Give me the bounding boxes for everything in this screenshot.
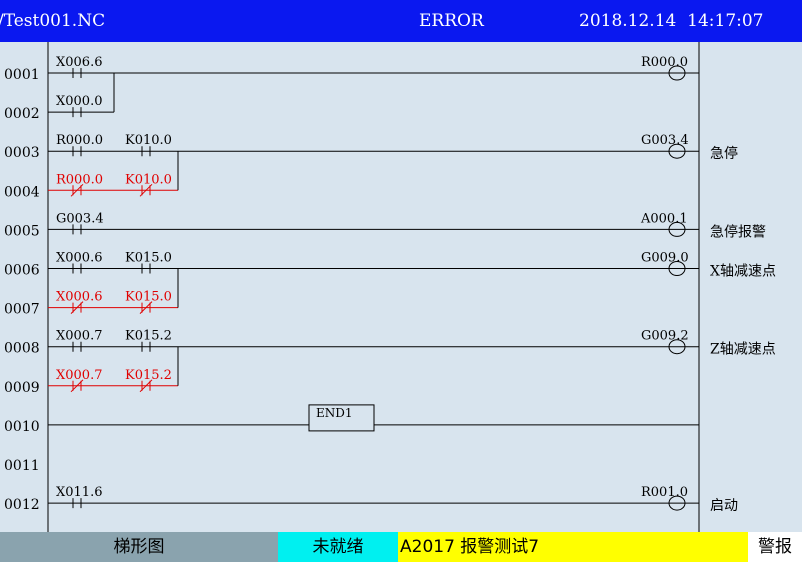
title-bar: /Test001.NC ERROR 2018.12.14 14:17:07 (0, 0, 802, 42)
date-time: 2018.12.14 14:17:07 (579, 11, 764, 31)
coil-address: R001.0 (641, 485, 688, 500)
output-coil[interactable] (668, 261, 686, 276)
contact-address: X000.6 (56, 290, 102, 305)
contact-address: X000.6 (56, 251, 102, 266)
nc-contact[interactable] (70, 379, 84, 393)
no-contact[interactable] (72, 263, 82, 274)
no-contact[interactable] (72, 146, 82, 157)
contact-slash (139, 379, 153, 393)
coil-address: A000.1 (640, 211, 688, 226)
no-contact[interactable] (72, 224, 82, 235)
line-number: 0003 (4, 145, 40, 161)
line-number: 0009 (4, 380, 40, 396)
coil-comment: 急停报警 (710, 223, 766, 240)
line-number: 0006 (4, 263, 40, 279)
line-number: 0007 (4, 302, 40, 318)
line-number: 0008 (4, 341, 40, 357)
contact-address: X006.6 (56, 55, 102, 70)
alarm-label: 警报 (748, 532, 802, 562)
contact-address: X000.7 (56, 368, 102, 383)
no-contact[interactable] (72, 107, 82, 118)
contact-slash (139, 301, 153, 314)
output-coil[interactable] (668, 339, 686, 355)
contact-address: K015.0 (125, 251, 172, 266)
contact-address: K015.2 (125, 368, 172, 383)
status-bar: 梯形图 未就绪 A2017 报警测试7 警报 (0, 532, 802, 562)
no-contact[interactable] (141, 263, 151, 274)
coil-comment: X轴减速点 (710, 264, 776, 280)
no-contact[interactable] (72, 68, 82, 78)
contact-address: G003.4 (56, 211, 104, 226)
contact-address: K010.0 (125, 172, 172, 187)
output-coil[interactable] (668, 143, 686, 159)
line-number: 0010 (4, 419, 40, 435)
coil-circle (668, 261, 686, 276)
nc-contact[interactable] (139, 379, 153, 393)
contact-address: K010.0 (125, 133, 172, 148)
coil-address: R000.0 (641, 55, 688, 70)
contact-slash (139, 183, 153, 197)
nc-contact[interactable] (70, 183, 84, 197)
no-contact[interactable] (72, 341, 82, 352)
contact-address: X000.0 (56, 94, 102, 109)
contact-address: X011.6 (56, 485, 102, 500)
output-coil[interactable] (668, 65, 686, 81)
coil-circle (668, 495, 686, 511)
line-number: 0011 (4, 458, 40, 474)
no-contact[interactable] (141, 341, 151, 352)
contact-address: K015.2 (125, 329, 172, 344)
coil-circle (668, 221, 686, 237)
mode-indicator[interactable]: 梯形图 (0, 532, 278, 562)
nc-contact[interactable] (70, 301, 84, 314)
line-number: 0005 (4, 223, 40, 239)
coil-circle (668, 143, 686, 159)
coil-address: G009.2 (641, 329, 689, 344)
contact-slash (70, 301, 84, 314)
line-number: 0012 (4, 497, 40, 513)
line-number: 0004 (4, 184, 40, 200)
coil-circle (668, 339, 686, 355)
contact-slash (70, 183, 84, 197)
end-function-box (308, 404, 375, 432)
coil-address: G003.4 (641, 133, 689, 148)
contact-slash (70, 379, 84, 393)
nc-contact[interactable] (139, 183, 153, 197)
ladder-diagram[interactable]: 0001 0002 0003 0004 0005 0006 0007 0008 0009 0010… (0, 42, 802, 532)
contact-address: K015.0 (125, 290, 172, 305)
contact-address: X000.7 (56, 329, 102, 344)
end-function-label: END1 (316, 406, 353, 420)
coil-comment: Z轴减速点 (710, 342, 776, 358)
line-number: 0002 (4, 106, 40, 122)
contact-address: R000.0 (56, 133, 103, 148)
coil-comment: 启动 (710, 498, 738, 514)
coil-circle (668, 65, 686, 81)
nc-contact[interactable] (139, 301, 153, 314)
ready-state-indicator: 未就绪 (278, 532, 398, 562)
error-status: ERROR (419, 11, 484, 31)
no-contact[interactable] (141, 146, 151, 157)
output-coil[interactable] (668, 495, 686, 511)
line-number: 0001 (4, 67, 40, 83)
output-coil[interactable] (668, 221, 686, 237)
coil-address: G009.0 (641, 251, 689, 266)
no-contact[interactable] (72, 498, 82, 509)
alarm-message[interactable]: A2017 报警测试7 (398, 532, 748, 562)
contact-address: R000.0 (56, 172, 103, 187)
program-name: /Test001.NC (0, 11, 106, 31)
coil-comment: 急停 (710, 145, 738, 162)
